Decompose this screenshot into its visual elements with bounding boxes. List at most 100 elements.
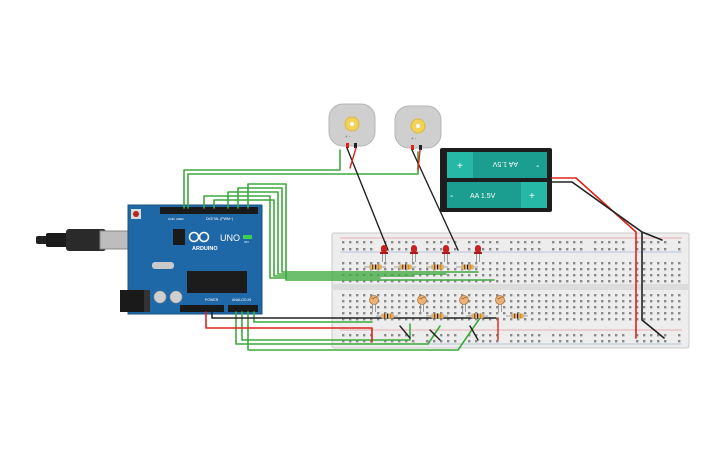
breadboard-hole [482,262,485,265]
breadboard-hole [622,318,625,321]
breadboard-hole [636,294,639,297]
breadboard-hole [349,318,352,321]
breadboard-hole [629,268,632,271]
breadboard-hole [426,306,429,309]
breadboard-hole [349,248,352,251]
breadboard-hole [615,268,618,271]
breadboard-hole [356,340,359,343]
breadboard-hole [391,312,394,315]
breadboard-hole [517,334,520,337]
breadboard-hole [594,294,597,297]
breadboard-hole [510,280,513,283]
breadboard-hole [517,318,520,321]
breadboard-hole [587,306,590,309]
breadboard-hole [629,306,632,309]
breadboard-hole [412,268,415,271]
breadboard-hole [370,306,373,309]
breadboard-hole [342,294,345,297]
breadboard-hole [552,340,555,343]
breadboard-hole [580,274,583,277]
breadboard-hole [552,262,555,265]
breadboard-hole [678,262,681,265]
breadboard-hole [440,248,443,251]
breadboard-hole [454,241,457,244]
breadboard-hole [454,300,457,303]
breadboard-hole [643,268,646,271]
breadboard-hole [678,280,681,283]
breadboard-hole [426,318,429,321]
breadboard-hole [664,248,667,251]
breadboard-hole [622,294,625,297]
breadboard-hole [559,318,562,321]
breadboard-hole [447,262,450,265]
breadboard-hole [664,334,667,337]
breadboard-hole [454,318,457,321]
analog-header [228,305,258,312]
breadboard-hole [608,248,611,251]
atmega-chip [187,271,247,293]
led-4 [474,245,482,262]
breadboard-hole [580,248,583,251]
breadboard-hole [440,241,443,244]
breadboard-hole [482,274,485,277]
wire-red-motor-2 [417,149,421,171]
photoresistor-group [369,295,505,312]
breadboard-hole [503,280,506,283]
breadboard-hole [384,318,387,321]
breadboard-hole [433,294,436,297]
battery-cell-1-minus: - [536,161,539,172]
breadboard-hole [678,300,681,303]
breadboard-hole [447,241,450,244]
battery-pack: AA 1.5V + - AA 1.5V + - [440,148,552,212]
breadboard-hole [678,241,681,244]
breadboard-hole [475,274,478,277]
breadboard-hole [454,262,457,265]
breadboard-hole [496,306,499,309]
breadboard-hole [447,318,450,321]
breadboard-hole [384,312,387,315]
breadboard-hole [580,268,583,271]
breadboard-hole [657,294,660,297]
breadboard-hole [370,318,373,321]
breadboard-hole [587,262,590,265]
breadboard-hole [356,294,359,297]
breadboard-hole [531,300,534,303]
breadboard-hole [503,262,506,265]
breadboard-hole [587,274,590,277]
arduino-logo-icon [188,231,210,243]
breadboard-hole [426,340,429,343]
breadboard-hole [426,312,429,315]
breadboard-hole [454,340,457,343]
breadboard-hole [356,334,359,337]
analog-label: ANALOG IN [232,298,252,302]
breadboard-hole [349,312,352,315]
breadboard-hole [440,262,443,265]
breadboard-hole [580,306,583,309]
breadboard-hole [601,300,604,303]
breadboard-hole [433,262,436,265]
battery-cell-2-minus: - [450,191,453,202]
breadboard-hole [398,306,401,309]
breadboard-hole [356,300,359,303]
breadboard-hole [629,294,632,297]
breadboard-hole [650,334,653,337]
breadboard-hole [377,262,380,265]
breadboard-hole [412,312,415,315]
gnd-label: GND [168,217,176,221]
breadboard-hole [510,268,513,271]
breadboard-hole [489,262,492,265]
digital-header-label: DIGITAL (PWM~) [206,217,233,221]
breadboard-hole [622,248,625,251]
breadboard-hole [608,294,611,297]
breadboard-hole [601,268,604,271]
breadboard-hole [580,312,583,315]
breadboard-hole [363,340,366,343]
breadboard-hole [573,312,576,315]
breadboard-hole [559,340,562,343]
breadboard-hole [405,280,408,283]
breadboard-hole [559,294,562,297]
resistor-5 [376,313,398,319]
breadboard-hole [433,312,436,315]
breadboard-hole [475,318,478,321]
breadboard-hole [608,268,611,271]
